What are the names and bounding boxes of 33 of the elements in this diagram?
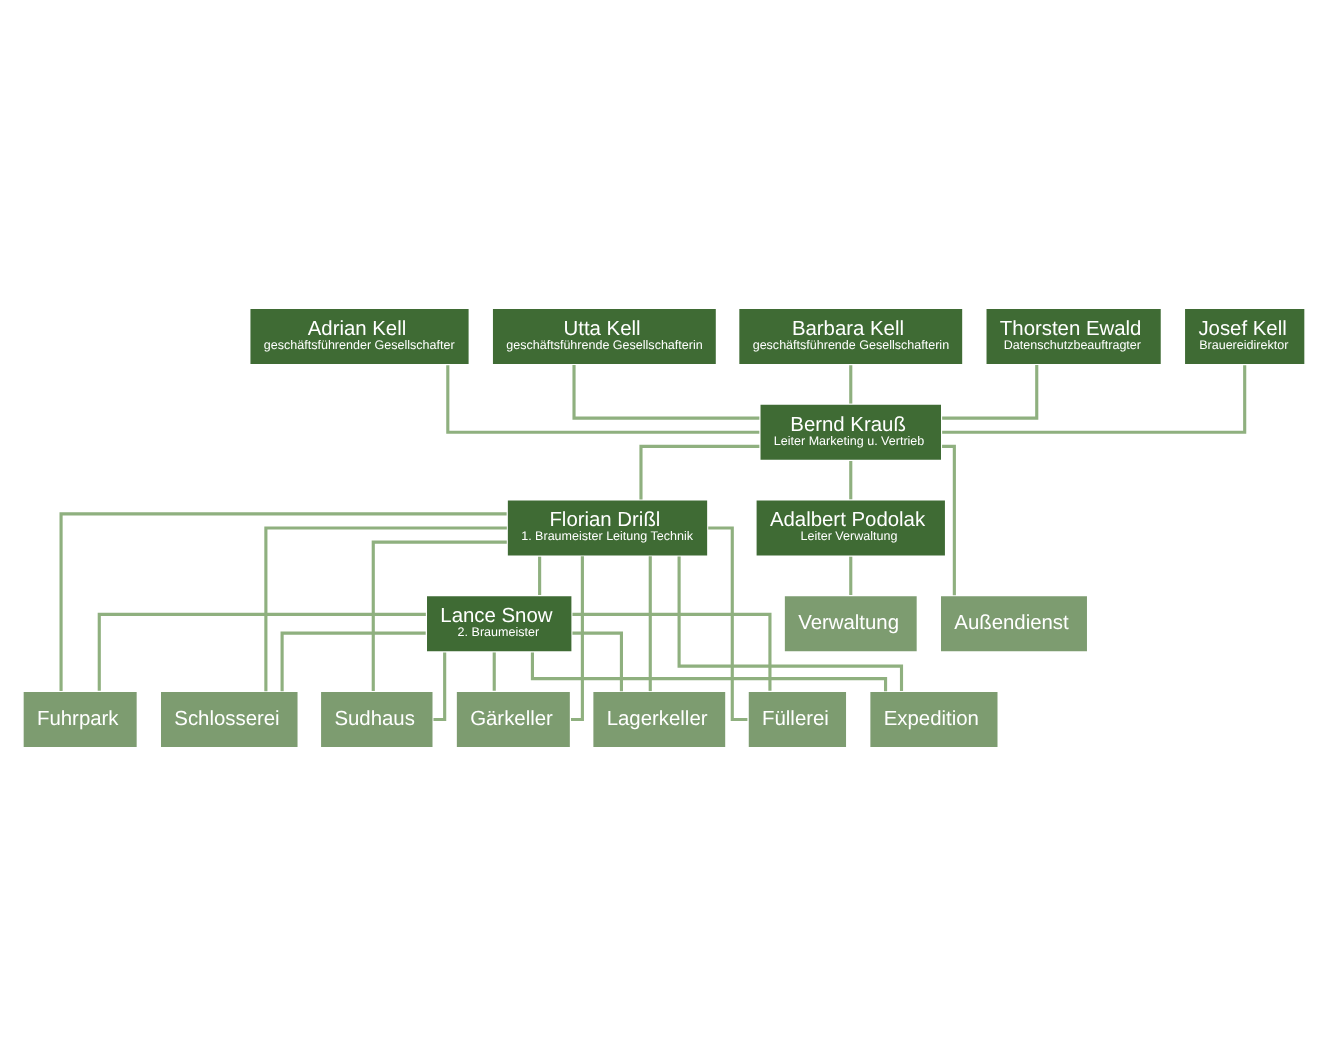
node-box: Lagerkeller (591, 690, 727, 749)
connector (849, 365, 853, 404)
connector (492, 652, 496, 691)
connector (371, 540, 507, 691)
connector (264, 526, 507, 692)
connector (59, 512, 507, 691)
node-box: Schlosserei (159, 690, 300, 749)
connector (571, 556, 584, 722)
connector (648, 556, 652, 692)
node-box: Fuhrpark (22, 690, 139, 749)
connector (97, 612, 426, 691)
connector (942, 365, 1247, 434)
connector (572, 365, 760, 420)
node-box: Verwaltung (783, 594, 919, 653)
node-box: Füllerei (747, 690, 848, 749)
connector (849, 461, 853, 500)
node-box: Gärkeller (455, 690, 572, 749)
connector (849, 556, 853, 596)
connector (677, 556, 904, 691)
node-box: Außendienst (939, 594, 1089, 653)
connector (280, 631, 426, 692)
connector (446, 365, 760, 434)
node-box: Sudhaus (319, 690, 435, 749)
connector (639, 444, 760, 500)
connector (572, 612, 772, 691)
connector (530, 652, 888, 692)
connector (942, 365, 1039, 420)
connector (572, 631, 623, 692)
connector (708, 526, 748, 722)
node-box: Expedition (868, 690, 1000, 749)
connector (433, 652, 447, 722)
connector (538, 556, 542, 596)
connector (942, 444, 956, 596)
